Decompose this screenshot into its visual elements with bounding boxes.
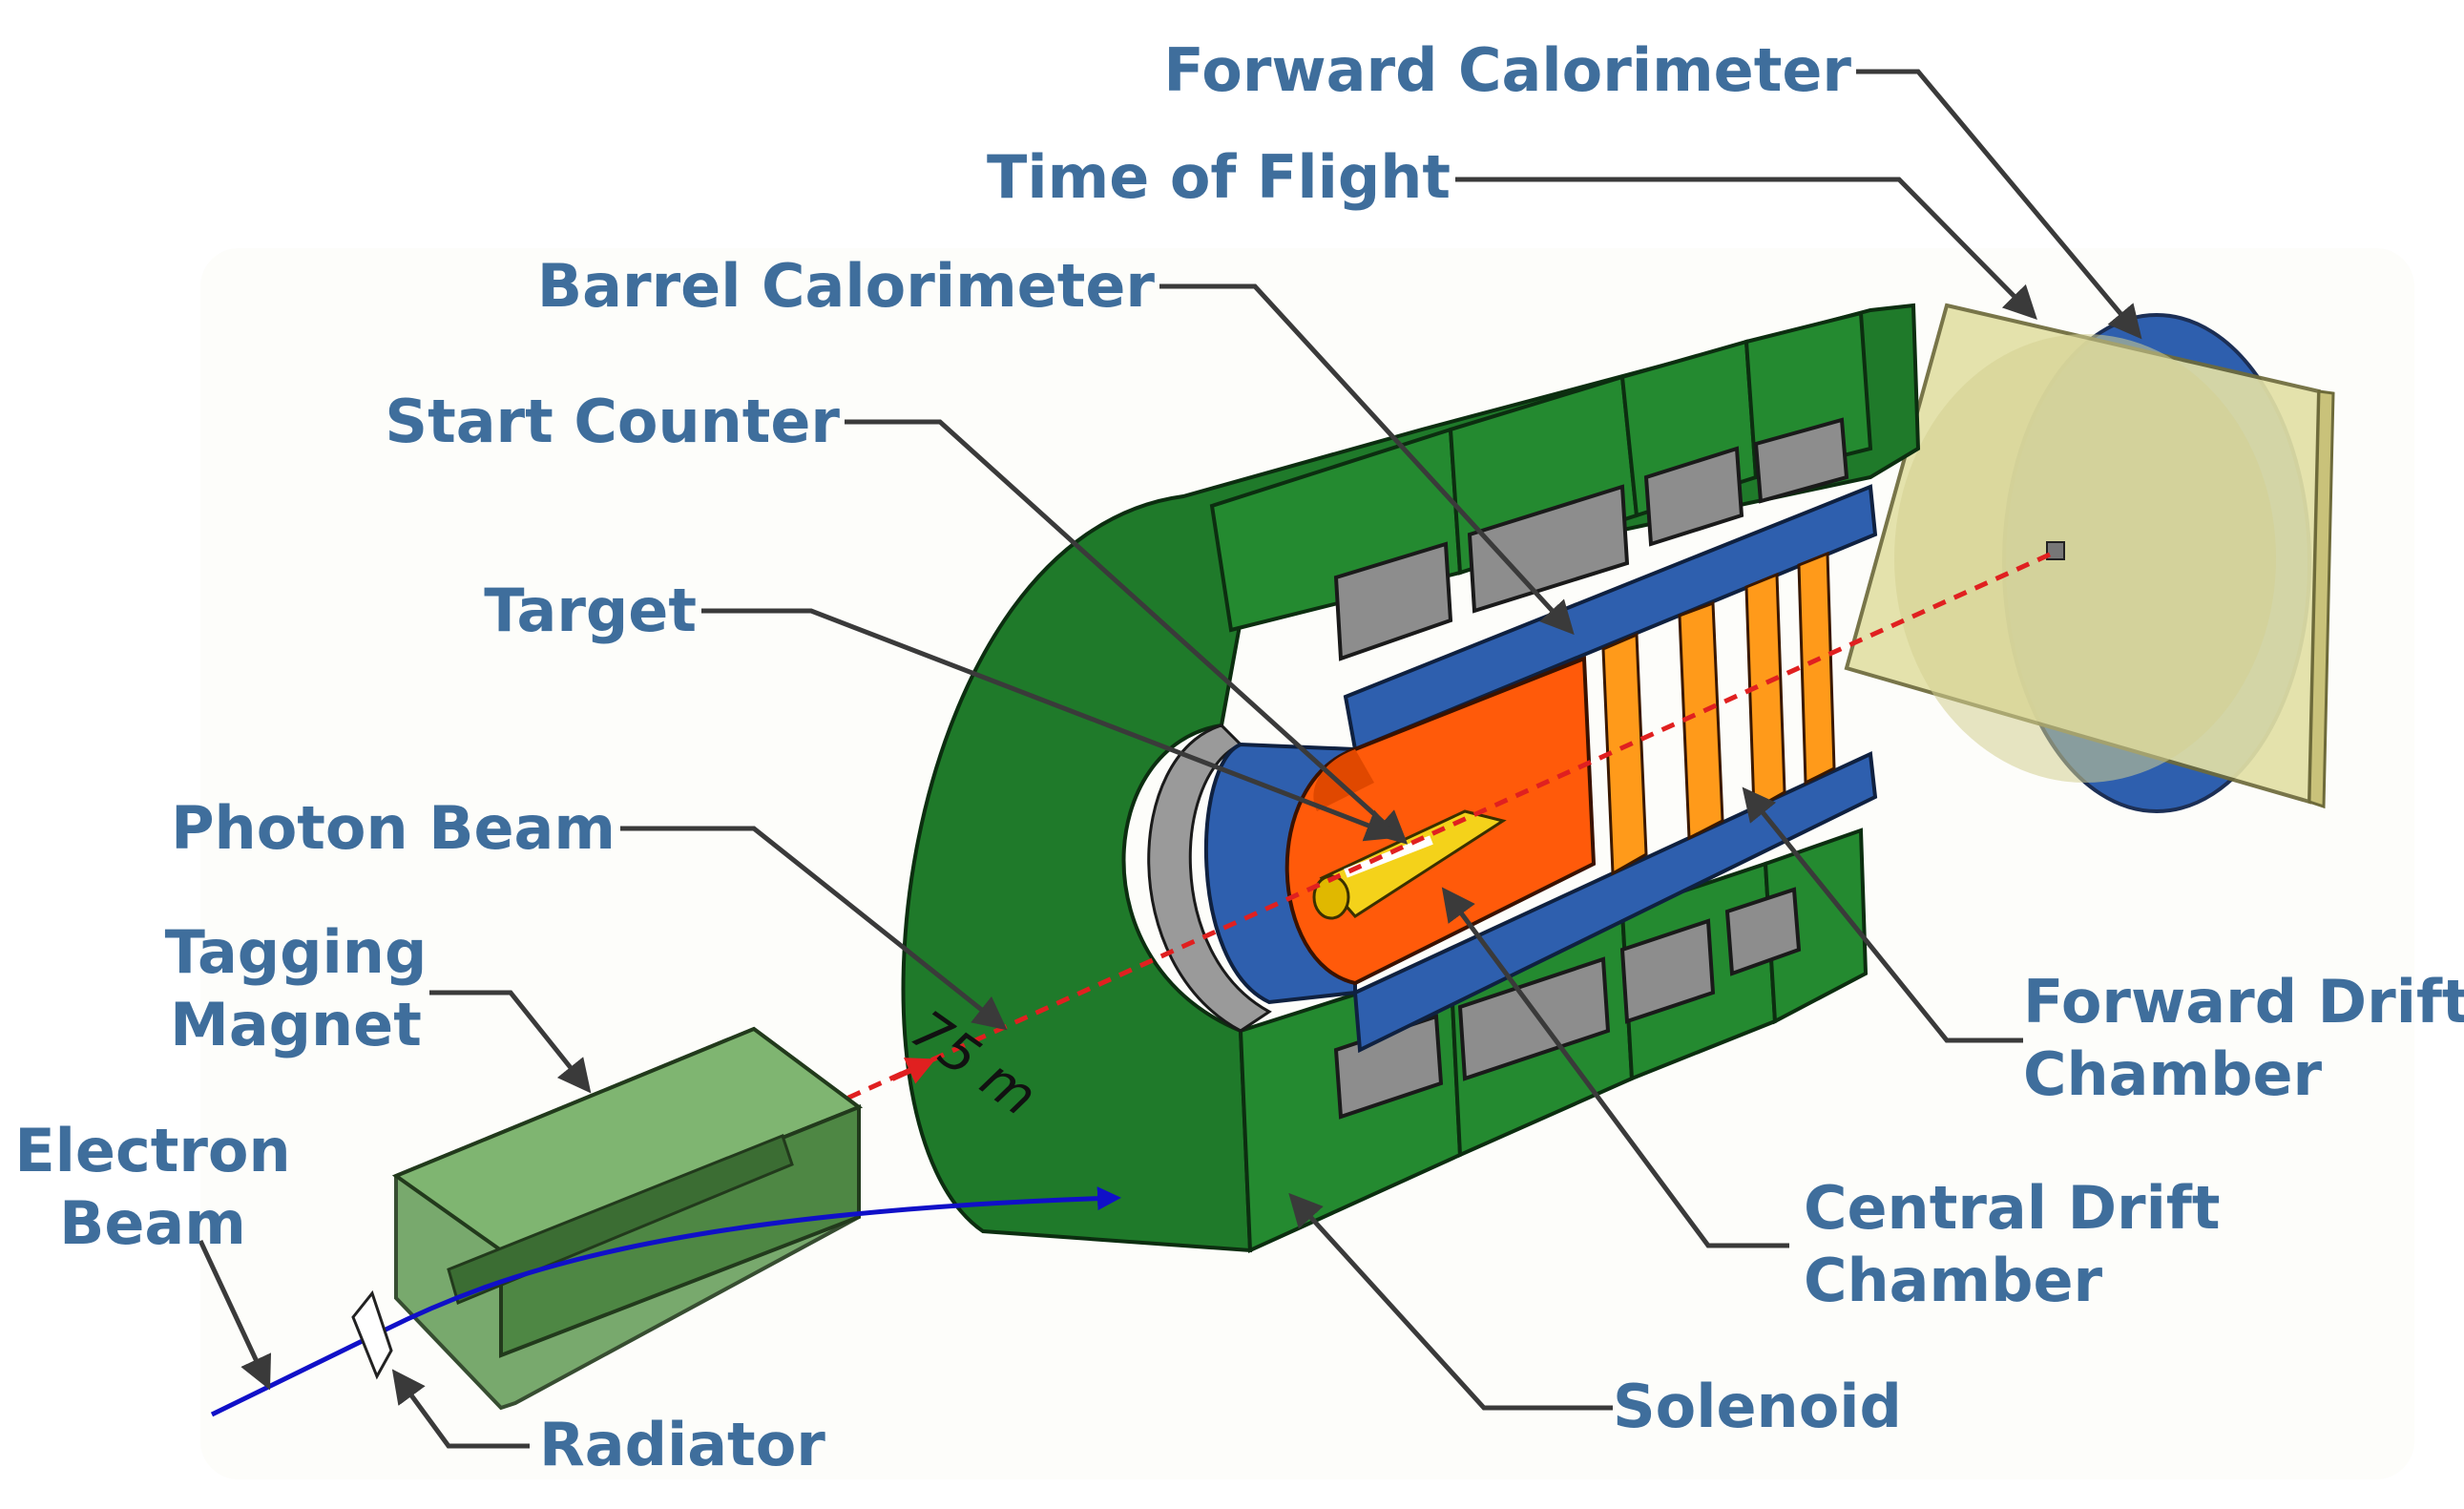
- leader-target: [701, 608, 1400, 842]
- solenoid-shape: [901, 303, 1921, 1254]
- leader-tagging-magnet: [429, 990, 592, 1094]
- label-photon-beam: Photon Beam: [171, 793, 616, 863]
- label-time-of-flight: Time of Flight: [987, 142, 1451, 212]
- label-solenoid: Solenoid: [1613, 1372, 1902, 1441]
- label-central-drift-chamber: Central Drift Chamber: [1804, 1173, 2221, 1315]
- label-forward-drift-chamber: Forward Drift Chamber: [2023, 967, 2464, 1109]
- leader-central-drift-chamber: [1441, 887, 1789, 1248]
- label-radiator: Radiator: [539, 1410, 825, 1479]
- label-target: Target: [484, 576, 697, 645]
- forward-drift-chamber-shape: [1601, 551, 1836, 876]
- leader-forward-drift-chamber: [1742, 786, 2023, 1043]
- label-start-counter: Start Counter: [385, 387, 840, 456]
- label-tagging-magnet: Tagging Magnet: [164, 917, 428, 1059]
- leader-electron-beam: [198, 1239, 272, 1391]
- time-of-flight-shape: [1844, 303, 2335, 809]
- leader-barrel-calorimeter: [1159, 283, 1575, 636]
- label-electron-beam: Electron Beam: [14, 1116, 291, 1258]
- photon-beam-arrow: [890, 1058, 936, 1084]
- leader-photon-beam: [620, 826, 1008, 1031]
- leader-lines: [198, 69, 2142, 1449]
- radiator-shape: [351, 1289, 393, 1380]
- leader-start-counter: [845, 419, 1409, 845]
- leader-radiator: [391, 1369, 530, 1449]
- electron-beam-line: [210, 1186, 1121, 1417]
- label-barrel-calorimeter: Barrel Calorimeter: [536, 251, 1155, 321]
- leader-forward-calorimeter: [1856, 69, 2142, 340]
- leader-time-of-flight: [1455, 177, 2037, 320]
- tagging-magnet-shape: [391, 1026, 864, 1411]
- label-forward-calorimeter: Forward Calorimeter: [1163, 35, 1851, 105]
- leader-solenoid: [1288, 1192, 1613, 1411]
